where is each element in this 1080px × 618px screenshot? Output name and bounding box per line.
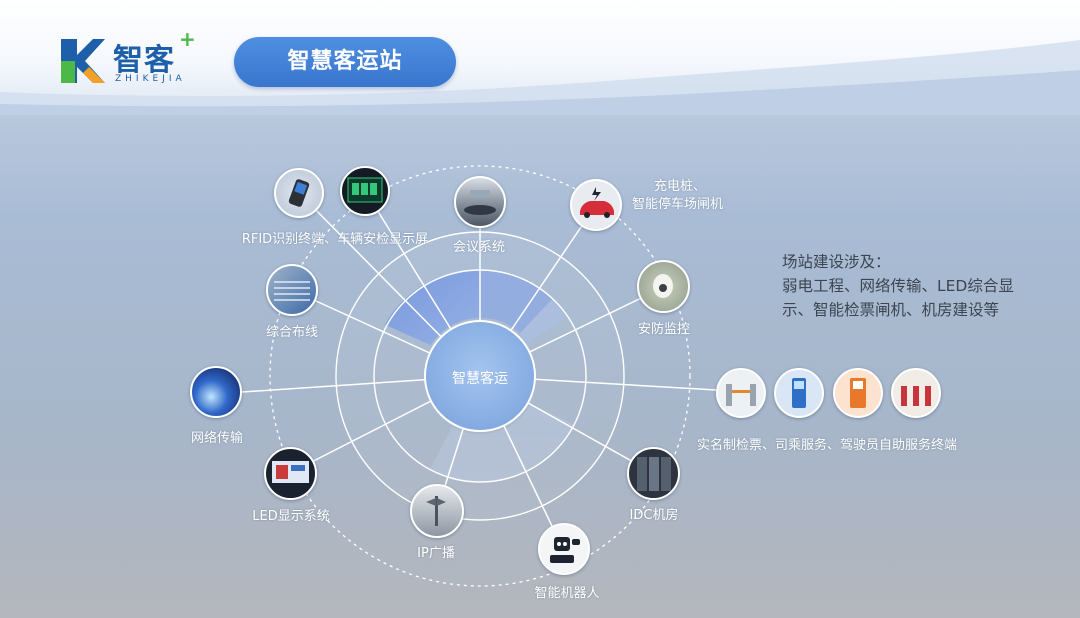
self-service-kiosk-orange-icon	[833, 368, 883, 418]
scope-line-3: 示、智能检票闸机、机房建设等	[782, 301, 1000, 319]
server-rack-icon	[627, 447, 680, 500]
logo-text: 智客	[113, 43, 175, 78]
security-camera-icon	[637, 260, 690, 313]
highlight-segment-c	[520, 298, 566, 344]
node-label-robot: 智能机器人	[534, 586, 600, 601]
node-label-security: 安防监控	[637, 322, 691, 337]
turnstile-gate-icon	[891, 368, 941, 418]
node-label-meeting: 会议系统	[452, 240, 506, 255]
hub-label: 智慧客运	[452, 371, 508, 387]
rfid-terminal-icon	[274, 168, 324, 218]
node-label-rfid: RFID识别终端、车辆安检显示屏	[241, 232, 429, 247]
node-label-broadcast: IP广播	[417, 546, 455, 561]
led-screen-icon	[264, 447, 317, 500]
broadcast-speaker-icon	[410, 484, 464, 538]
page-title: 智慧客运站	[234, 37, 456, 87]
header-banner: 智客 + ZHIKEJIA 智慧客运站	[0, 0, 1080, 115]
company-logo: 智客 + ZHIKEJIA	[55, 27, 205, 91]
ticket-gate-icon	[716, 368, 766, 418]
ev-charging-car-icon	[570, 179, 622, 231]
highlight-segment-d	[430, 404, 575, 483]
node-label-led: LED显示系统	[252, 509, 330, 524]
scope-line-1: 场站建设涉及：	[782, 253, 891, 271]
meeting-room-icon	[454, 176, 506, 228]
scope-line-2: 弱电工程、网络传输、LED综合显	[782, 277, 1014, 295]
logo-plus: +	[179, 27, 196, 51]
zhike-logo-mark-icon	[61, 39, 105, 83]
hub-circle	[424, 320, 536, 432]
self-service-kiosk-blue-icon	[774, 368, 824, 418]
node-label-ticketing: 实名制检票、司乘服务、驾驶员自助服务终端	[697, 438, 958, 453]
construction-scope-text: 场站建设涉及： 弱电工程、网络传输、LED综合显 示、智能检票闸机、机房建设等	[782, 250, 1032, 322]
highlight-segment-a	[384, 269, 480, 346]
node-label-cabling: 综合布线	[265, 325, 319, 340]
node-label-charging-line1: 充电桩、	[654, 179, 707, 194]
cable-patch-panel-icon	[266, 264, 318, 316]
fiber-optic-icon	[190, 366, 242, 418]
node-label-idc: IDC机房	[629, 508, 679, 523]
header-wave-decoration	[0, 40, 1080, 115]
logo-subtext: ZHIKEJIA	[115, 74, 186, 84]
inspection-display-icon	[340, 166, 390, 216]
outer-dashed-ring	[269, 165, 691, 587]
robot-icon	[538, 523, 590, 575]
node-label-network: 网络传输	[190, 431, 244, 446]
node-label-charging-line2: 智能停车场闸机	[632, 197, 724, 212]
